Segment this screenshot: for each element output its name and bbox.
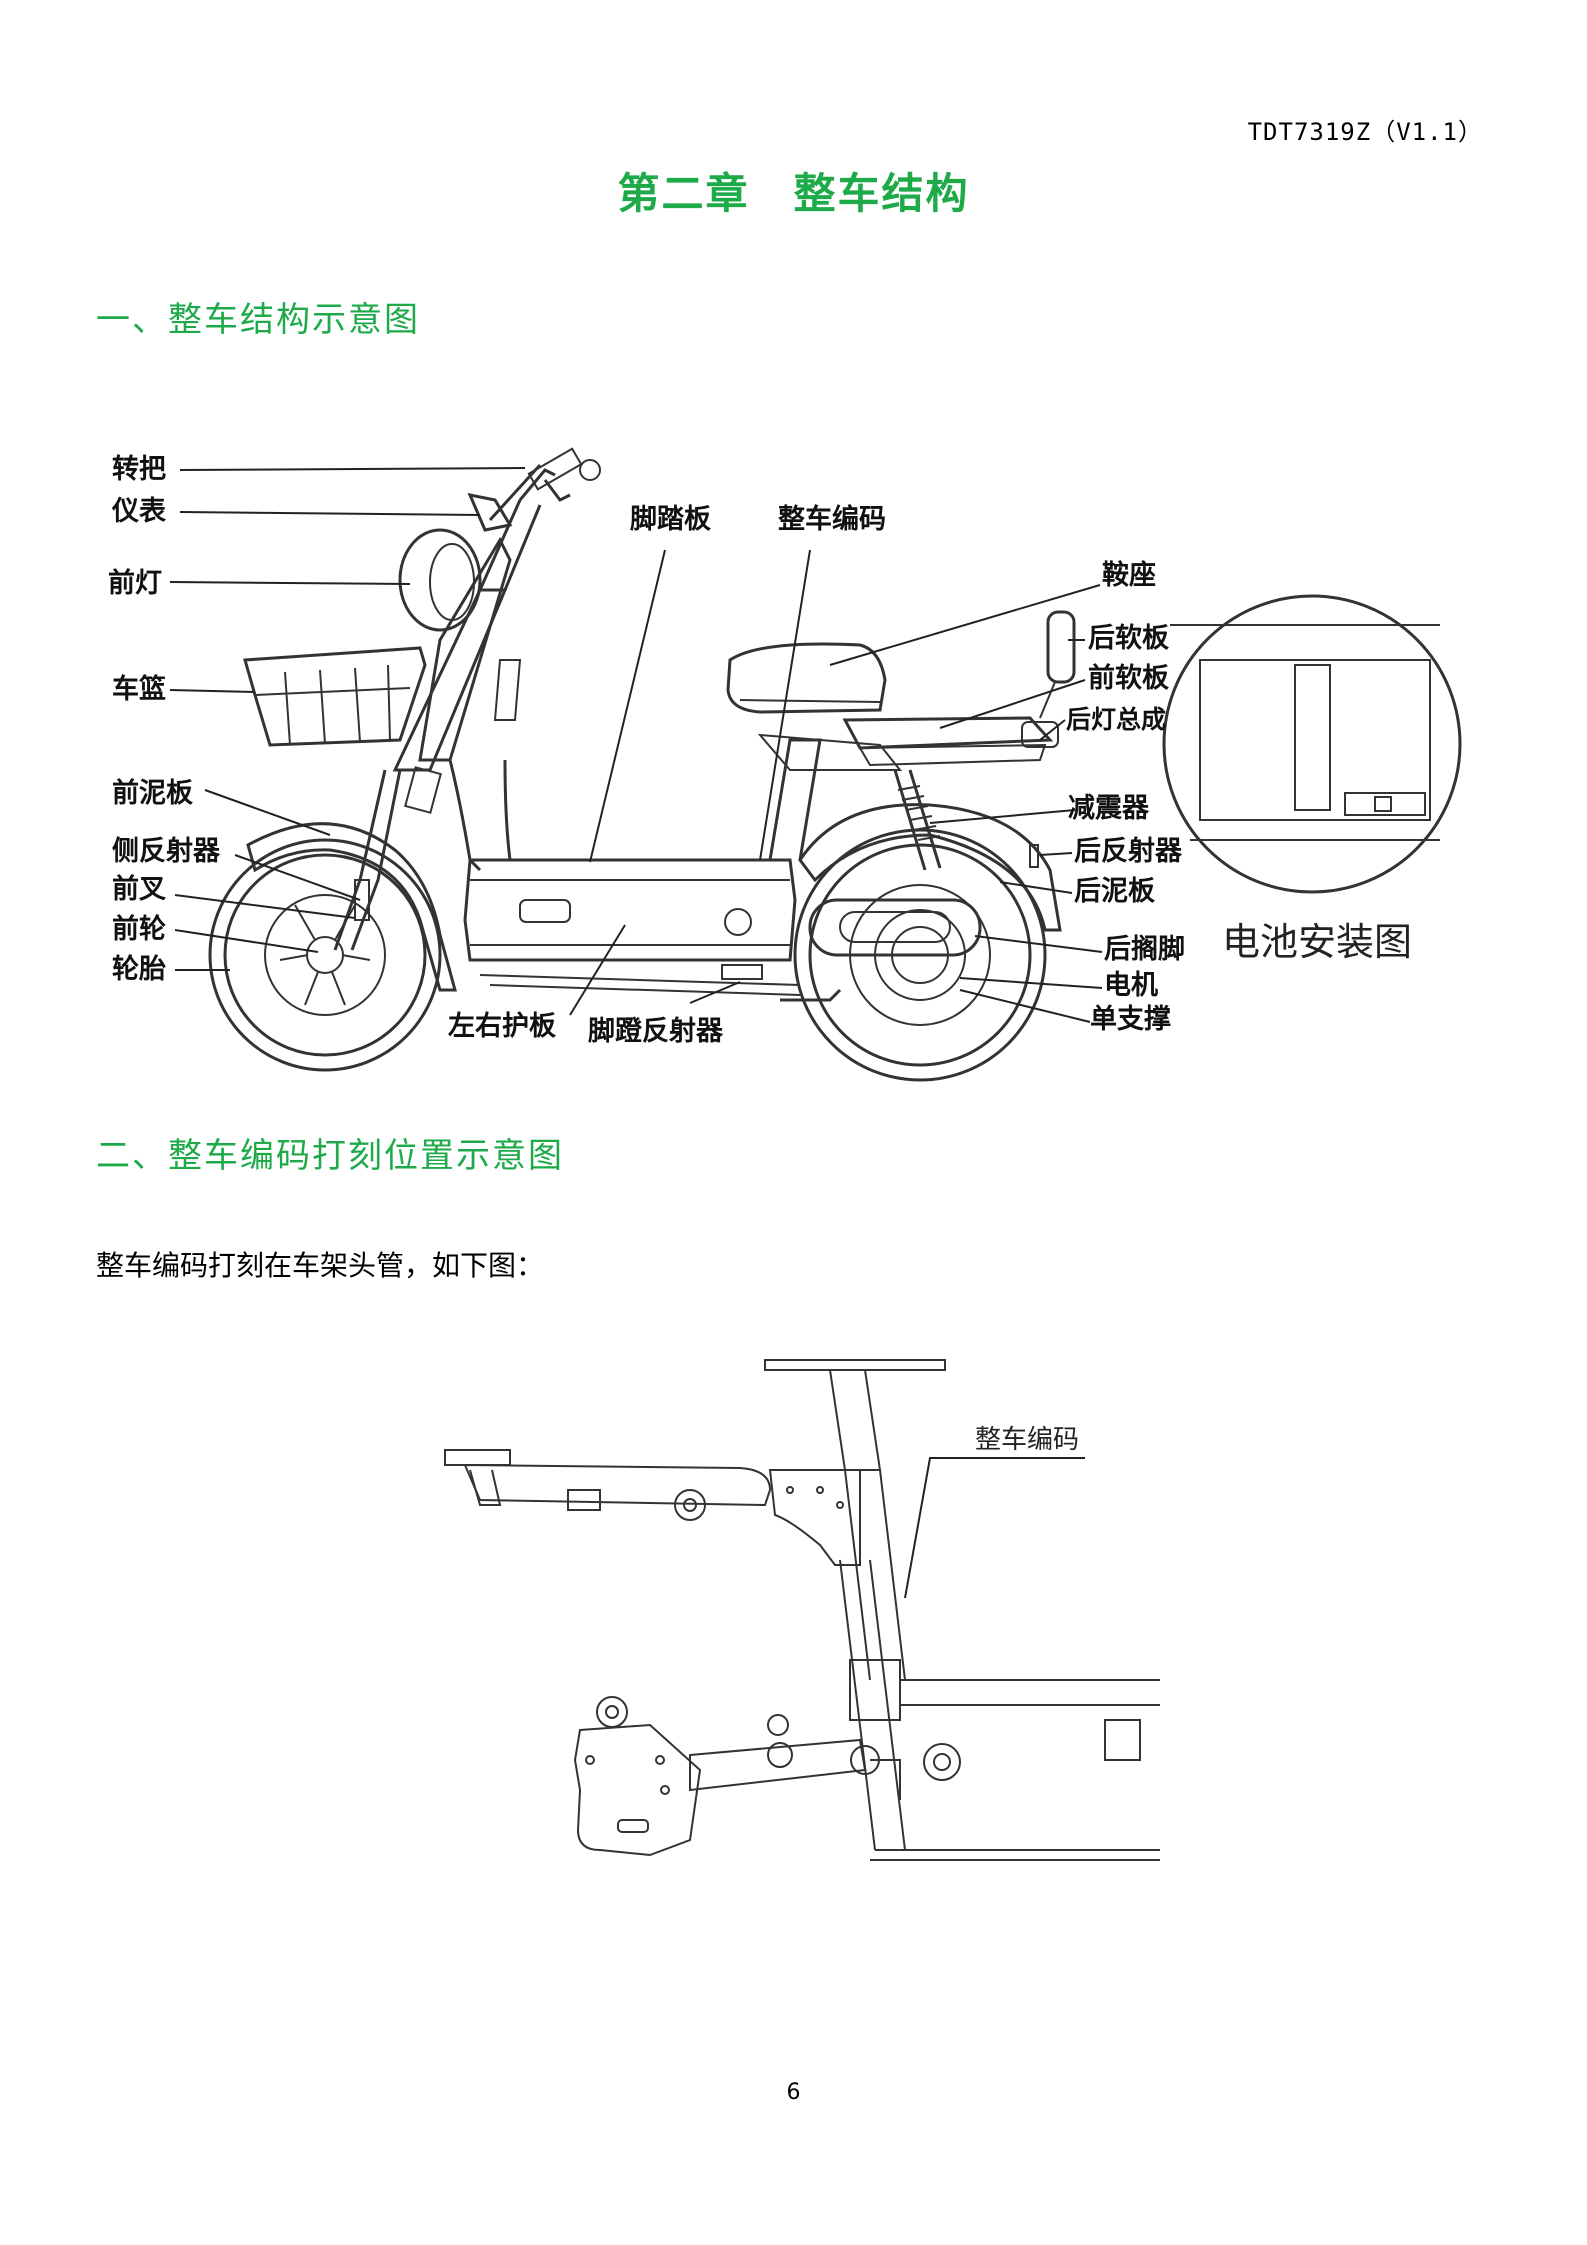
label-shock: 减震器 <box>1068 793 1150 824</box>
leader-lines <box>169 467 1103 1023</box>
label-front-backrest: 前软板 <box>1088 662 1169 694</box>
label-frame-vin: 整车编码 <box>975 1425 1079 1455</box>
label-throttle: 转把 <box>112 454 166 485</box>
chapter-heading: 第二章整车结构 <box>0 160 1587 221</box>
label-saddle: 鞍座 <box>1102 559 1156 591</box>
intro-text: 整车编码打刻在车架头管，如下图： <box>96 1249 545 1282</box>
label-meter: 仪表 <box>111 496 166 527</box>
label-side-panel: 左右护板 <box>448 1011 556 1042</box>
label-front-fork: 前叉 <box>112 873 166 905</box>
label-battery-install: 电池安装图 <box>1222 920 1412 964</box>
label-kickstand: 单支撑 <box>1090 1004 1171 1035</box>
document-code: TDT7319Z（V1.1） <box>1247 118 1483 146</box>
label-rear-fender: 后泥板 <box>1074 876 1155 907</box>
label-rear-backrest: 后软板 <box>1088 623 1169 654</box>
battery-install-inset <box>1162 594 1462 894</box>
label-vin: 整车编码 <box>778 503 886 535</box>
scooter-drawing <box>208 447 1076 1082</box>
label-headlight: 前灯 <box>108 567 162 599</box>
label-pedal-reflector: 脚蹬反射器 <box>588 1016 724 1047</box>
section-title-vin-position: 二、整车编码打刻位置示意图 <box>96 1136 564 1176</box>
label-rear-reflector: 后反射器 <box>1074 836 1183 867</box>
label-motor: 电机 <box>1104 970 1158 1001</box>
label-basket: 车篮 <box>112 673 166 705</box>
label-footboard: 脚踏板 <box>630 504 711 535</box>
label-front-wheel: 前轮 <box>112 913 166 945</box>
label-taillight: 后灯总成 <box>1066 705 1166 734</box>
frame-leader <box>904 1457 1085 1599</box>
section-title-structure: 一、整车结构示意图 <box>96 300 420 340</box>
chapter-title: 整车结构 <box>793 169 970 218</box>
label-tire: 轮胎 <box>112 954 166 985</box>
frame-drawing <box>444 1359 1160 1861</box>
label-front-fender: 前泥板 <box>112 777 193 809</box>
label-side-reflector: 侧反射器 <box>112 836 221 867</box>
label-rear-footrest: 后搁脚 <box>1104 934 1185 965</box>
chapter-number: 第二章 <box>617 169 750 218</box>
page-number: 6 <box>786 2080 801 2105</box>
